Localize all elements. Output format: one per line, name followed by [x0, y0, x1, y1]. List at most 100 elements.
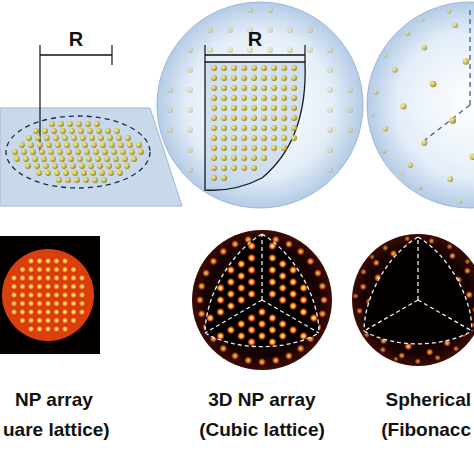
nanoparticle-dot [465, 291, 473, 299]
nanoparticle-dot [291, 105, 297, 111]
nanoparticle-dot [447, 244, 453, 250]
nanoparticle-dot [54, 170, 60, 176]
nanoparticle-dot [327, 147, 333, 153]
nanoparticle-dot [353, 293, 359, 299]
field-sphere [192, 230, 332, 370]
nanoparticle-dot [79, 163, 85, 169]
array-boundary [6, 116, 150, 188]
nanoparticle-dot [251, 145, 257, 151]
nanoparticle-dot [211, 135, 217, 141]
nanoparticle-dot [261, 75, 267, 81]
nanoparticle-dot [421, 18, 425, 22]
nanoparticle-dot [291, 85, 297, 91]
nanoparticle-dot [89, 135, 95, 141]
nanoparticle-dot [374, 90, 379, 95]
nanoparticle-dot [216, 332, 224, 340]
nanoparticle-dot [35, 135, 41, 141]
nanoparticle-dot [92, 177, 98, 183]
nanoparticle-dot [14, 156, 20, 162]
nanoparticle-dot [268, 254, 276, 262]
nanoparticle-dot [78, 282, 86, 290]
nanoparticle-dot [39, 149, 45, 155]
nanoparticle-dot [415, 358, 421, 364]
nanoparticle-dot [211, 75, 217, 81]
nanoparticle-dot [73, 142, 79, 148]
nanoparticle-dot [241, 155, 247, 161]
nanoparticle-dot [231, 352, 239, 360]
nanoparticle-dot [210, 257, 218, 265]
nanoparticle-dot [268, 278, 276, 286]
nanoparticle-dot [247, 314, 255, 322]
nanoparticle-dot [52, 163, 58, 169]
nanoparticle-dot [87, 128, 93, 134]
nanoparticle-dot [10, 274, 18, 282]
nanoparticle-dot [421, 45, 427, 51]
radius-dimension [205, 54, 305, 55]
nanoparticle-dot [261, 95, 267, 101]
nanoparticle-dot [268, 314, 276, 322]
nanoparticle-dot [44, 308, 52, 316]
nanoparticle-dot [83, 177, 89, 183]
nanoparticle-dot [35, 316, 43, 324]
nanoparticle-dot [27, 308, 35, 316]
octant-face [364, 237, 472, 344]
nanoparticle-dot [69, 316, 77, 324]
nanoparticle-dot [271, 85, 277, 91]
nanoparticle-dot [52, 316, 60, 324]
nanoparticle-dot [211, 165, 217, 171]
nanoparticle-dot [61, 274, 69, 282]
nanoparticle-dot [58, 121, 64, 127]
nanoparticle-dot [369, 254, 375, 260]
field-map-background [0, 236, 100, 354]
nanoparticle-dot [261, 155, 267, 161]
nanoparticle-dot [104, 156, 110, 162]
nanoparticle-dot [167, 127, 173, 133]
nanoparticle-dot [267, 7, 273, 13]
panel-caption: NP array [15, 389, 93, 411]
nanoparticle-dots [10, 6, 474, 366]
nanoparticle-dot [25, 163, 31, 169]
nanoparticle-dot [453, 346, 459, 352]
nanoparticle-dot [18, 308, 26, 316]
nanoparticle-dot [231, 165, 237, 171]
nanoparticle-dot [299, 308, 307, 316]
nanoparticle-dot [221, 175, 227, 181]
panel-caption: (Cubic lattice) [199, 419, 325, 441]
nanoparticle-dot [244, 356, 252, 364]
nanoparticle-dot [69, 265, 77, 273]
nanoparticle-dot [221, 125, 227, 131]
nanoparticle-dot [279, 260, 287, 268]
nanoparticle-dot [187, 167, 193, 173]
nanoparticle-dot [360, 283, 367, 290]
nanoparticle-dot [101, 177, 107, 183]
nanoparticle-dot [27, 257, 35, 265]
nanoparticle-dot [27, 282, 35, 290]
nanoparticle-dot [52, 299, 60, 307]
nanoparticle-dot [231, 125, 237, 131]
nanoparticle-dot [18, 282, 26, 290]
nanoparticle-dot [279, 332, 287, 340]
nanoparticle-dot [231, 155, 237, 161]
nanoparticle-dot [404, 236, 410, 242]
nanoparticle-dot [318, 310, 326, 318]
nanoparticle-dot [35, 308, 43, 316]
nanoparticle-dot [138, 149, 144, 155]
nanoparticle-dot [251, 75, 257, 81]
nanoparticle-dot [57, 149, 63, 155]
nanoparticle-dot [52, 257, 60, 265]
nanoparticle-dot [113, 156, 119, 162]
nanoparticle-dot [258, 358, 266, 366]
nanoparticle-dot [251, 135, 257, 141]
nanoparticle-dot [251, 165, 257, 171]
nanoparticle-dot [30, 149, 36, 155]
nanoparticle-dot [281, 125, 287, 131]
nanoparticle-dot [291, 95, 297, 101]
nanoparticle-dot [27, 265, 35, 273]
nanoparticle-dot [50, 156, 56, 162]
nanoparticle-dot [465, 259, 471, 265]
nanoparticle-dot [247, 266, 255, 274]
nanoparticle-dot [37, 142, 43, 148]
nanoparticle-dot [251, 85, 257, 91]
nanoparticle-dot [18, 316, 26, 324]
